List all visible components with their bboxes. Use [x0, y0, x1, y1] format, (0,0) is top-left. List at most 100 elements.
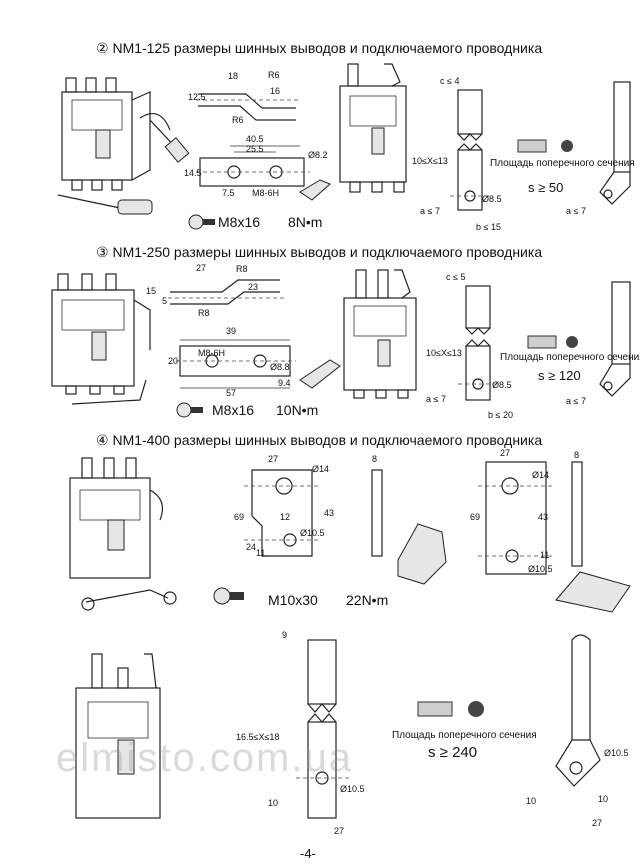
- s1-dim-r6a: R6: [268, 70, 280, 80]
- s3-section-value: s ≥ 240: [428, 744, 478, 761]
- breaker-nm1-400-illustration: [69, 457, 163, 579]
- s3b-dim-43: 43: [538, 512, 549, 522]
- s1-section-label: Площадь поперечного сечения: [490, 158, 635, 169]
- s2-dim-r8b: R8: [198, 308, 210, 318]
- bolt-icon-3: [213, 587, 244, 605]
- busbar-plate-drawing-b: [478, 461, 554, 575]
- s3-cond-10: 10: [268, 798, 279, 808]
- s2-lug-a: a ≤ 7: [566, 396, 586, 406]
- s3a-dim-43: 43: [324, 508, 335, 518]
- s2-dim-57: 57: [226, 388, 237, 398]
- s3-lug-10b: 10: [598, 794, 609, 804]
- s1-cond-hole: Ø8.5: [482, 194, 502, 204]
- s3b-dim-d10-5: Ø10.5: [528, 564, 553, 574]
- watermark: elmisto.com.ua: [56, 736, 353, 780]
- s3a-dim-11: 11: [256, 548, 266, 558]
- s3a-dim-d10-5: Ø10.5: [300, 528, 325, 538]
- s3a-thickness: 8: [372, 454, 378, 464]
- s3-cond-9: 9: [282, 630, 288, 640]
- s3a-dim-d14: Ø14: [312, 464, 330, 474]
- s3-cond-hole: Ø10.5: [340, 784, 365, 794]
- s3b-dim-d14: Ø14: [532, 470, 550, 480]
- s1-dim-m8-6h: M8-6H: [252, 188, 280, 198]
- hex-key-illustration: [71, 379, 147, 405]
- s1-dim-18: 18: [228, 71, 239, 81]
- busbar-3d-b: [555, 571, 631, 613]
- busbar-3d-a: [397, 523, 447, 585]
- busbar-plate-drawing-a: [244, 469, 320, 557]
- s1-dim-12-5: 12.5: [188, 92, 206, 102]
- page-number: -4-: [300, 846, 316, 861]
- section1-heading: ② NM1-125 размеры шинных выводов и подкл…: [96, 40, 542, 57]
- s1-bolt-label: M8x16: [218, 214, 261, 230]
- s3a-dim-24: 24: [246, 542, 257, 552]
- s3a-dim-27: 27: [268, 454, 279, 464]
- s2-torque-label: 10N•m: [276, 402, 319, 418]
- section3-number: ④: [96, 432, 109, 448]
- s3-bolt-label: M10x30: [268, 592, 318, 608]
- conductor-bar-3: [296, 639, 350, 819]
- s2-cond-b: b ≤ 20: [488, 410, 513, 420]
- cable-lug-3: [555, 634, 601, 787]
- s1-dim-d8-2: Ø8.2: [308, 150, 328, 160]
- bolt-icon-1: [188, 214, 215, 230]
- breaker-nm1-125-illustration: [61, 77, 151, 191]
- busbar-bend-drawing-1: [196, 93, 300, 121]
- busbar-flat-drawing-1: [196, 145, 310, 187]
- section-swatches-3: [417, 701, 484, 717]
- breaker-nm1-125-mounted: [339, 63, 407, 193]
- busbar-side-a: [371, 469, 383, 557]
- section-swatches-1: [517, 139, 573, 153]
- section2-number: ③: [96, 244, 109, 260]
- conductor-bar-1: [450, 89, 490, 211]
- busbar-flat-drawing-2: [176, 339, 296, 389]
- s2-dim-39: 39: [226, 326, 237, 336]
- section2-heading: ③ NM1-250 размеры шинных выводов и подкл…: [96, 244, 542, 261]
- s3-cond-27: 27: [334, 826, 345, 836]
- s3b-dim-27: 27: [500, 448, 511, 458]
- s2-cond-x: 10≤X≤13: [426, 348, 462, 358]
- section3-title: NM1-400 размеры шинных выводов и подключ…: [112, 432, 543, 448]
- s3b-thickness: 8: [574, 450, 580, 460]
- busbar-side-b: [571, 461, 583, 567]
- s1-dim-40-5: 40.5: [246, 134, 264, 144]
- section3-heading: ④ NM1-400 размеры шинных выводов и подкл…: [96, 432, 542, 449]
- s2-dim-27: 27: [196, 263, 207, 273]
- s3-lug-d10-5: Ø10.5: [604, 748, 629, 758]
- s1-cond-c: c ≤ 4: [440, 76, 460, 86]
- breaker-nm1-250-illustration: [51, 273, 151, 395]
- s2-dim-m8-6h: M8-6H: [198, 348, 226, 358]
- cable-lug-1: [599, 81, 631, 205]
- s1-dim-14-5: 14.5: [184, 168, 202, 178]
- breaker-nm1-250-mounted: [343, 269, 417, 399]
- s1-lug-a: a ≤ 7: [566, 206, 586, 216]
- s3a-dim-69: 69: [234, 512, 245, 522]
- s3-lug-10a: 10: [526, 796, 537, 806]
- s2-dim-9-4: 9.4: [278, 378, 291, 388]
- section-swatches-2: [527, 335, 578, 349]
- socket-wrench-illustration: [81, 589, 177, 611]
- section1-title: NM1-125 размеры шинных выводов и подключ…: [112, 40, 543, 56]
- s3b-dim-69: 69: [470, 512, 481, 522]
- s1-cond-b: b ≤ 15: [476, 222, 501, 232]
- s3-cond-x: 16.5≤X≤18: [236, 732, 280, 742]
- s2-dim-20: 20: [168, 356, 179, 366]
- s2-section-value: s ≥ 120: [538, 368, 581, 383]
- s2-dim-15: 15: [146, 286, 157, 296]
- s2-cond-hole: Ø8.5: [492, 380, 512, 390]
- s2-bolt-label: M8x16: [212, 402, 255, 418]
- s2-dim-5: 5: [162, 296, 168, 306]
- conductor-bar-2: [458, 285, 498, 401]
- screwdriver-2-illustration: [57, 194, 153, 215]
- s2-cond-a: a ≤ 7: [426, 394, 446, 404]
- bolt-icon-2: [176, 402, 203, 418]
- s3-section-label: Площадь поперечного сечения: [392, 730, 537, 741]
- s3b-dim-11: 11: [540, 550, 550, 560]
- s3a-dim-12: 12: [280, 512, 291, 522]
- s1-cond-x: 10≤X≤13: [412, 156, 448, 166]
- s2-dim-r8a: R8: [236, 264, 248, 274]
- s1-dim-7-5: 7.5: [222, 188, 235, 198]
